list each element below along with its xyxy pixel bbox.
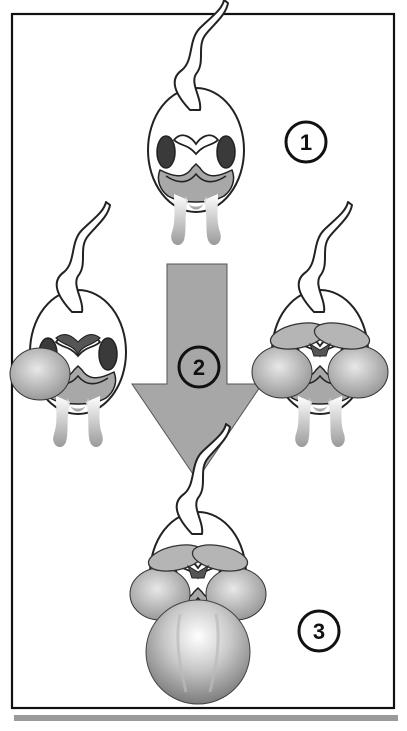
step-2-number: 2 (193, 355, 205, 380)
bottom-bar (14, 715, 398, 721)
step-1-number: 1 (300, 130, 312, 155)
step-3-number: 3 (313, 619, 325, 644)
step-1-badge: 1 (286, 122, 326, 162)
step-2-badge: 2 (179, 347, 219, 387)
step-3-badge: 3 (299, 611, 339, 651)
